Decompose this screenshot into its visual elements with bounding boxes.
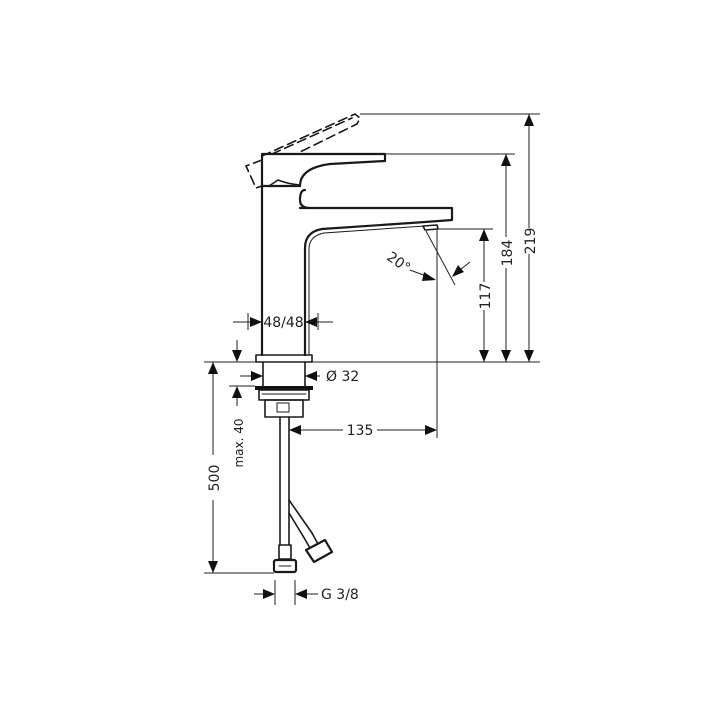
base-mounting <box>255 354 313 418</box>
label-135: 135 <box>347 423 374 439</box>
dimension-max-40 <box>232 340 242 406</box>
dimension-500 <box>208 362 218 573</box>
lever-open-position <box>245 113 361 189</box>
label-48-48: 48/48 <box>263 315 303 331</box>
dimension-135 <box>289 425 437 435</box>
label-g-3-8: G 3/8 <box>321 587 359 603</box>
extension-lines <box>204 113 540 605</box>
label-219: 219 <box>523 228 539 255</box>
dimension-117 <box>479 229 489 362</box>
dimension-32 <box>240 371 320 381</box>
dimension-g-3-8 <box>254 589 318 599</box>
label-500: 500 <box>207 465 223 492</box>
supply-hoses <box>272 416 334 574</box>
dimension-184 <box>501 154 511 362</box>
label-max-40: max. 40 <box>232 418 246 467</box>
dimension-48-48 <box>233 317 333 327</box>
label-diameter-32: Ø 32 <box>326 369 359 385</box>
label-184: 184 <box>500 240 516 267</box>
label-20deg: 20° <box>384 249 414 276</box>
dimension-20deg <box>409 261 471 281</box>
label-117: 117 <box>478 283 494 310</box>
dimension-219 <box>524 114 534 362</box>
lever-handle <box>260 152 387 188</box>
faucet-body <box>260 184 454 357</box>
